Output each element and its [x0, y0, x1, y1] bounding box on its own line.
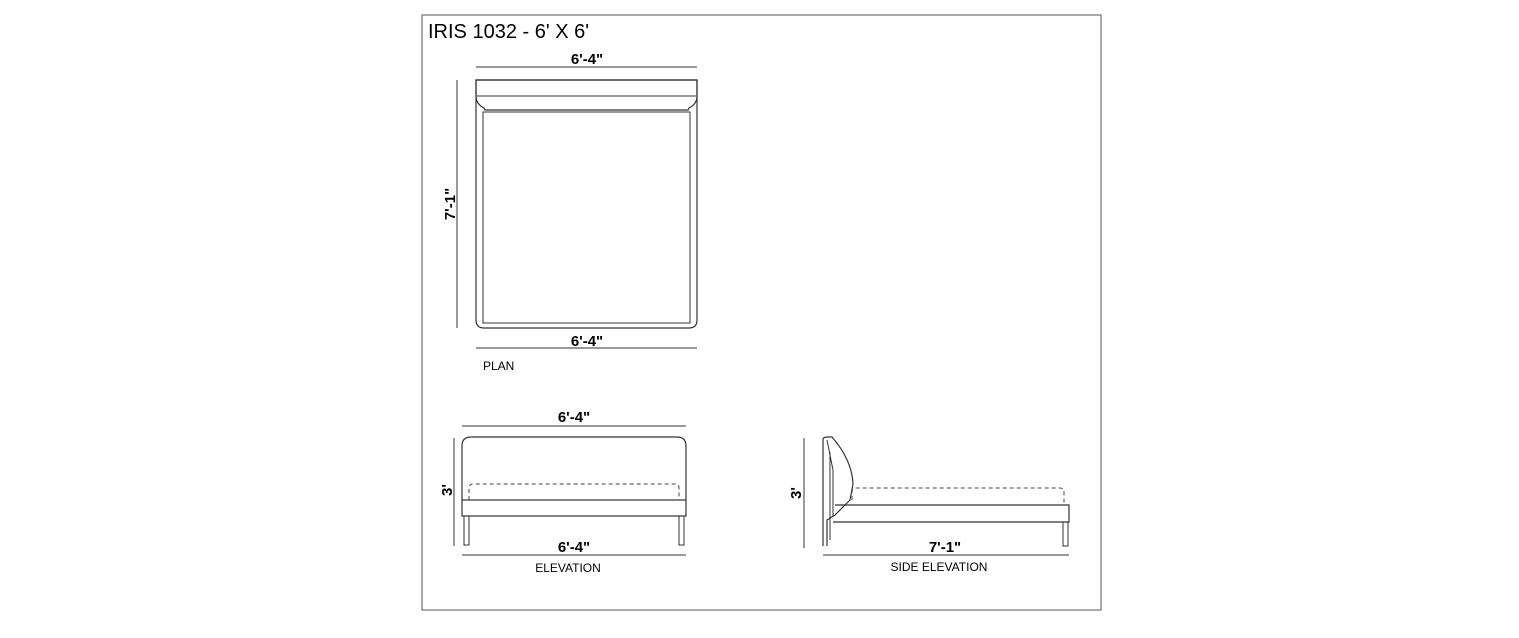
- side-base-frame: [833, 504, 1070, 523]
- drawing-title: IRIS 1032 - 6' X 6': [428, 21, 589, 43]
- side-rear-leg: [1062, 521, 1069, 547]
- elevation-view-label: ELEVATION: [535, 561, 601, 575]
- plan-top-width-label: 6'-4": [571, 51, 603, 68]
- side-elevation-view: 3' 7'-1" SIDE ELEVATION: [788, 436, 1070, 574]
- side-elevation-view-label: SIDE ELEVATION: [891, 560, 988, 574]
- side-mattress: [851, 487, 1065, 505]
- elevation-base-frame: [461, 499, 687, 517]
- plan-length-label: 7'-1": [442, 188, 459, 220]
- elevation-view: 6'-4" 3' 6'-4" ELEVATION: [439, 409, 687, 575]
- elevation-right-leg: [678, 515, 685, 546]
- plan-view: 6'-4" 7'-1" 6'-4" PLAN: [442, 51, 698, 373]
- side-headboard: [822, 436, 854, 546]
- sheet-border: [421, 14, 1102, 611]
- plan-view-label: PLAN: [483, 359, 514, 373]
- plan-bottom-width-label: 6'-4": [571, 333, 603, 350]
- plan-headboard: [475, 79, 698, 111]
- plan-bed-outline: [475, 79, 698, 329]
- elevation-mattress: [468, 483, 680, 500]
- side-length-label: 7'-1": [929, 539, 961, 556]
- side-headboard-inner: [826, 439, 834, 516]
- plan-mattress: [482, 111, 691, 324]
- elevation-left-leg: [463, 515, 470, 546]
- elevation-headboard: [461, 436, 687, 500]
- elevation-height-label: 3': [439, 484, 456, 496]
- elevation-top-width-label: 6'-4": [558, 409, 590, 426]
- side-height-label: 3': [788, 487, 805, 499]
- elevation-bottom-width-label: 6'-4": [558, 539, 590, 556]
